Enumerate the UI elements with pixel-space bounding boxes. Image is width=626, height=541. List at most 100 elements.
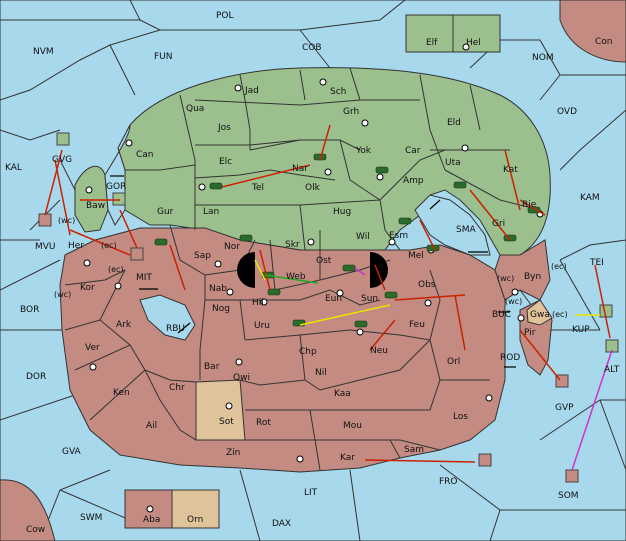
sea-label-fro: FRO (439, 477, 458, 487)
sea-label-gor: GOR (106, 182, 127, 192)
sea-label-kal: KAL (5, 163, 22, 173)
province-borders (64, 67, 541, 471)
land-label-zin: Zin (226, 448, 241, 458)
supply-centers (83, 43, 544, 513)
convoy-orders (354, 267, 613, 471)
land-label-qua: Qua (186, 104, 205, 114)
land-label-wil: Wil (356, 232, 370, 242)
land-label-kat: Kat (503, 165, 518, 175)
support-orders (254, 259, 600, 326)
coast-label-ec3: (ec) (551, 262, 567, 271)
inlet-rbu (139, 294, 196, 341)
coast-label-wc2: (wc) (54, 290, 72, 299)
sea-label-rbu: RBU (166, 324, 186, 334)
land-label-olk: Olk (305, 183, 320, 193)
land-label-orn: Orn (187, 515, 204, 525)
land-label-sot: Sot (219, 417, 234, 427)
sea-label-bor: BOR (20, 305, 40, 315)
inlet-sma (414, 194, 491, 256)
land-label-gur: Gur (157, 207, 174, 217)
land-label-ost: Ost (316, 256, 332, 266)
sea-label-fun: FUN (154, 52, 173, 62)
land-label-hug: Hug (333, 207, 352, 217)
land-label-nog: Nog (212, 304, 230, 314)
sea-label-gvp: GVP (555, 403, 574, 413)
land-label-elf: Elf (426, 38, 438, 48)
coast-label-ec1: (ec) (101, 241, 117, 250)
land-label-bar: Bar (204, 362, 220, 372)
land-label-feu: Feu (409, 320, 425, 330)
land-label-nil: Nil (315, 368, 327, 378)
land-label-her: Her (68, 241, 85, 251)
sea-label-ovd: OVD (557, 107, 578, 117)
coast-label-ec4: (ec) (552, 310, 568, 319)
land-label-sam: Sam (404, 445, 424, 455)
sea-label-mvu: MVU (35, 242, 56, 252)
sea-label-kup: KUP (572, 325, 590, 335)
land-label-esm: Esm (389, 231, 409, 241)
sea-label-rod: ROD (500, 353, 521, 363)
land-label-pir: Pir (524, 328, 536, 338)
sea-label-nom: NOM (532, 53, 554, 63)
special-marker-left (237, 252, 255, 288)
region-green-north (117, 67, 551, 256)
land-label-hil: Hil (252, 298, 264, 308)
sea-label-dax: DAX (272, 519, 292, 529)
land-label-sch: Sch (330, 87, 347, 97)
land-label-nor: Nor (224, 242, 240, 252)
land-label-eld: Eld (447, 118, 461, 128)
land-label-amp: Amp (403, 176, 424, 186)
sea-label-swm: SWM (80, 513, 103, 523)
land-label-rie: Rie (522, 200, 537, 210)
land-label-chp: Chp (299, 347, 317, 357)
land-label-uta: Uta (445, 158, 461, 168)
sea-label-pol: POL (216, 11, 234, 21)
land-label-byn: Byn (524, 272, 542, 282)
sea-label-gva: GVA (62, 447, 81, 457)
land-label-kaa: Kaa (334, 389, 351, 399)
land-label-yok: Yok (356, 146, 372, 156)
sea-label-gvg: GVG (52, 155, 73, 165)
land-label-skr: Skr (285, 240, 300, 250)
sea-label-cob: COB (302, 43, 322, 53)
land-label-orl: Orl (447, 357, 461, 367)
land-label-mou: Mou (343, 421, 362, 431)
land-label-kar: Kar (340, 453, 355, 463)
region-orn (171, 489, 220, 529)
coast-label-wc1: (wc) (58, 216, 76, 225)
land-label-los: Los (453, 412, 469, 422)
land-label-con: Con (595, 37, 613, 47)
sea-label-dor: DOR (26, 372, 47, 382)
land-label-cow: Cow (26, 525, 46, 535)
land-label-gri: Gri (492, 219, 506, 229)
region-baw-island (74, 165, 109, 233)
land-label-rot: Rot (256, 418, 271, 428)
sea-label-tei: TEI (590, 258, 604, 268)
land-label-hel: Hel (466, 38, 481, 48)
sea-label-mit: MIT (136, 273, 152, 283)
sea-label-buc: BUC (492, 310, 512, 320)
sea-label-kam: KAM (580, 193, 600, 203)
land-label-grh: Grh (343, 107, 360, 117)
land-label-obs: Obs (418, 280, 436, 290)
land-label-aba: Aba (143, 515, 161, 525)
land-label-nab: Nab (209, 284, 227, 294)
land-label-ark: Ark (116, 320, 132, 330)
land-label-web: Web (286, 272, 306, 282)
coast-label-wc3: (wc) (497, 274, 515, 283)
move-orders (44, 124, 611, 463)
land-label-gwa: Gwa (530, 310, 550, 320)
region-hel (452, 14, 501, 53)
land-label-tel: Tel (252, 183, 265, 193)
region-gwa (526, 299, 553, 326)
land-label-kor: Kor (80, 283, 95, 293)
land-label-lan: Lan (203, 207, 220, 217)
sea-label-som: SOM (558, 491, 579, 501)
land-label-qwi: Qwi (233, 373, 250, 383)
special-marker-right (370, 252, 388, 288)
land-label-mel: Mel (408, 251, 424, 261)
land-label-sap: Sap (194, 251, 211, 261)
